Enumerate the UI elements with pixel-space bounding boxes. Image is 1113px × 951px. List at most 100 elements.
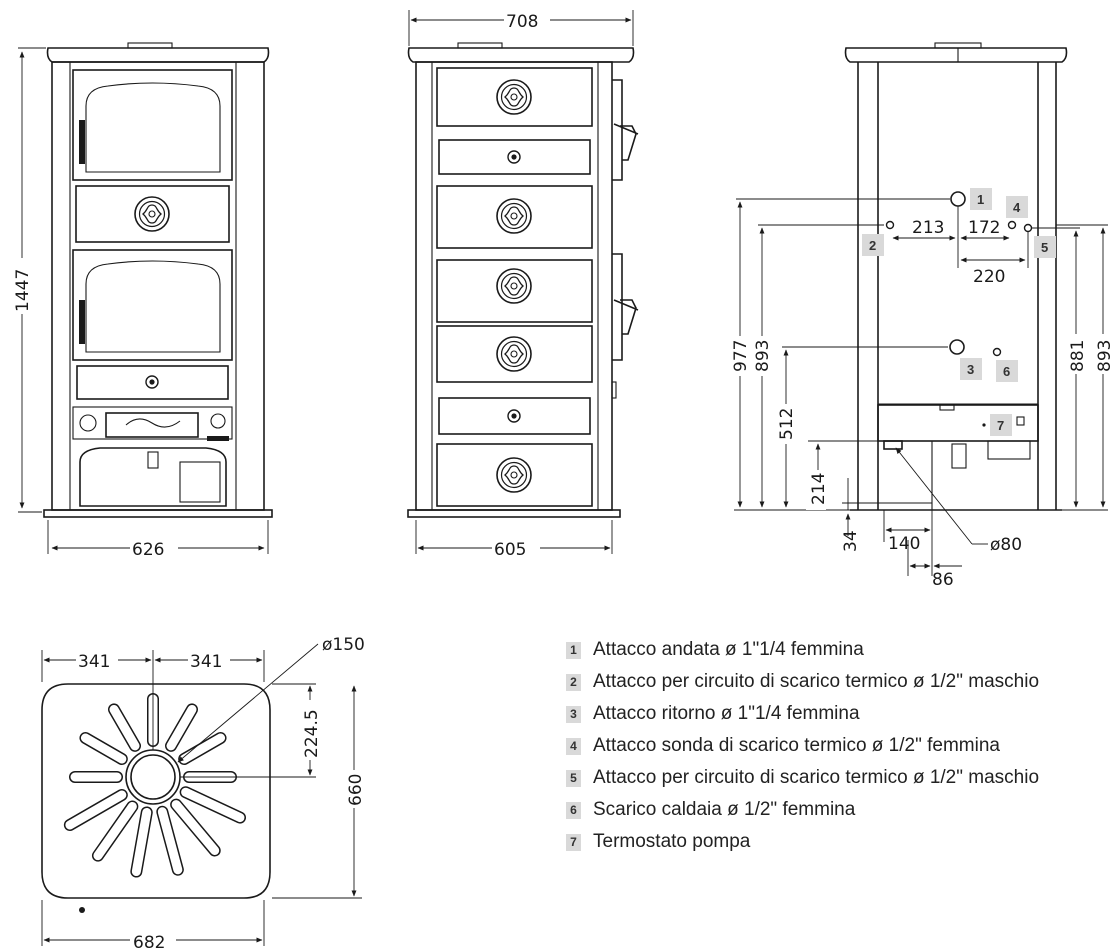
legend-item-2: 2 Attacco per circuito di scarico termico… [566, 666, 1039, 698]
top-screw-icon [79, 907, 85, 913]
rear-dim-893-right: 893 [1095, 340, 1113, 372]
legend-text: Termostato pompa [593, 831, 751, 852]
tag-5: 5 [1034, 236, 1056, 258]
rear-dim-86: 86 [932, 570, 954, 590]
legend-badge: 3 [566, 705, 581, 723]
front-drawer-upper [75, 185, 230, 243]
rear-dim-220: 220 [973, 267, 1005, 287]
svg-text:2: 2 [869, 238, 876, 253]
legend-badge: 4 [566, 737, 581, 755]
vent-slot-inner [109, 704, 140, 751]
tag-6: 6 [996, 360, 1018, 382]
top-flue-dim: ø150 [322, 635, 365, 655]
rear-connection-4 [1007, 220, 1017, 230]
tag-2: 2 [862, 234, 884, 256]
rear-dim-172: 172 [968, 218, 1000, 238]
legend-text: Attacco per circuito di scarico termico … [593, 671, 1040, 692]
tag-4: 4 [1006, 196, 1028, 218]
side-handle-upper [612, 79, 637, 181]
top-flue-ring-outer [125, 749, 181, 805]
front-width-dim: 626 [132, 540, 164, 560]
rear-dim-881: 881 [1068, 340, 1088, 372]
legend-text: Attacco sonda di scarico termico ø 1/2" … [593, 735, 1000, 756]
rear-pump-box [877, 404, 1039, 442]
front-oven-door-upper [72, 69, 233, 181]
front-thermometer-icon [79, 414, 97, 432]
svg-text:6: 6 [1003, 364, 1010, 379]
front-handle-upper [79, 120, 85, 164]
front-drawer-small [76, 365, 229, 400]
top-dim-right: 341 [190, 652, 222, 672]
legend-badge: 6 [566, 801, 581, 819]
side-top-plate [407, 47, 635, 63]
rear-connection-3 [949, 339, 965, 355]
vent-slot-inner [179, 733, 226, 764]
vent-slot-inner [65, 790, 127, 830]
rear-flue-dim: ø80 [990, 535, 1022, 555]
legend-item-5: 5 Attacco per circuito di scarico termico… [566, 762, 1039, 794]
rear-connection-6 [992, 347, 1002, 357]
legend-badge: 2 [566, 673, 581, 691]
vent-slot-inner [171, 800, 220, 856]
svg-text:3: 3 [967, 362, 974, 377]
legend-badge: 1 [566, 641, 581, 659]
top-dim-depth: 660 [346, 774, 366, 806]
top-plate-outline [41, 683, 271, 899]
vent-slot-inner [80, 733, 127, 764]
legend-text: Scarico caldaia ø 1/2" femmina [593, 799, 856, 820]
legend-badge: 7 [566, 833, 581, 851]
vent-slot-inner [131, 807, 152, 877]
top-dim-left: 341 [78, 652, 110, 672]
front-oven-door-lower [72, 249, 233, 361]
side-width-dim: 605 [494, 540, 526, 560]
rear-dim-34: 34 [841, 530, 861, 552]
legend-item-6: 6 Scarico caldaia ø 1/2" femmina [566, 794, 1039, 826]
side-depth-dim: 708 [506, 12, 538, 32]
front-ash-drawer [105, 412, 199, 438]
legend-item-7: 7 Termostato pompa [566, 826, 1039, 858]
svg-text:7: 7 [997, 418, 1004, 433]
vent-slot-inner [157, 807, 183, 875]
rear-dim-512: 512 [777, 408, 797, 440]
svg-text:1: 1 [977, 192, 984, 207]
front-view: 1447 626 [12, 42, 273, 560]
top-view: 341 341 ø150 224.5 660 682 [41, 635, 366, 951]
tag-3: 3 [960, 358, 982, 380]
front-height-dim: 1447 [13, 269, 33, 312]
legend-text: Attacco ritorno ø 1"1/4 femmina [593, 703, 860, 724]
rear-flue-spigot [883, 440, 903, 450]
svg-text:5: 5 [1041, 240, 1048, 255]
top-dim-width: 682 [133, 933, 165, 951]
top-dim-offset: 224.5 [302, 709, 322, 758]
side-plinth [407, 509, 621, 518]
rear-dim-214: 214 [809, 473, 829, 505]
legend-text: Attacco andata ø 1"1/4 femmina [593, 639, 864, 660]
front-air-regulator-icon [210, 413, 226, 429]
rear-top-plate [844, 47, 1068, 63]
legend-text: Attacco per circuito di scarico termico … [593, 767, 1040, 788]
vent-slot-inner [93, 801, 137, 861]
front-firebox [79, 447, 227, 507]
tag-7: 7 [990, 414, 1012, 436]
legend-badge: 5 [566, 769, 581, 787]
legend-item-4: 4 Attacco sonda di scarico termico ø 1/2"… [566, 730, 1039, 762]
rear-connection-2 [885, 220, 895, 230]
tag-1: 1 [970, 188, 992, 210]
svg-text:4: 4 [1013, 200, 1021, 215]
rear-dim-893-left: 893 [753, 340, 773, 372]
top-vent-slots [63, 693, 247, 878]
rear-connection-1 [950, 191, 966, 207]
vent-slot-inner [166, 704, 197, 751]
top-flue-ring-inner [130, 754, 176, 800]
side-view: 708 605 [407, 10, 639, 560]
front-handle-lower [79, 300, 85, 344]
front-plinth [43, 509, 273, 518]
vent-slot-inner [181, 787, 245, 823]
rear-dim-213: 213 [912, 218, 944, 238]
side-handle-lower [612, 253, 637, 361]
legend-item-1: 1 Attacco andata ø 1"1/4 femmina [566, 634, 1039, 666]
rear-view: 977 893 512 214 34 881 893 213 172 220 1… [724, 42, 1113, 590]
rear-connection-5 [1023, 223, 1033, 233]
